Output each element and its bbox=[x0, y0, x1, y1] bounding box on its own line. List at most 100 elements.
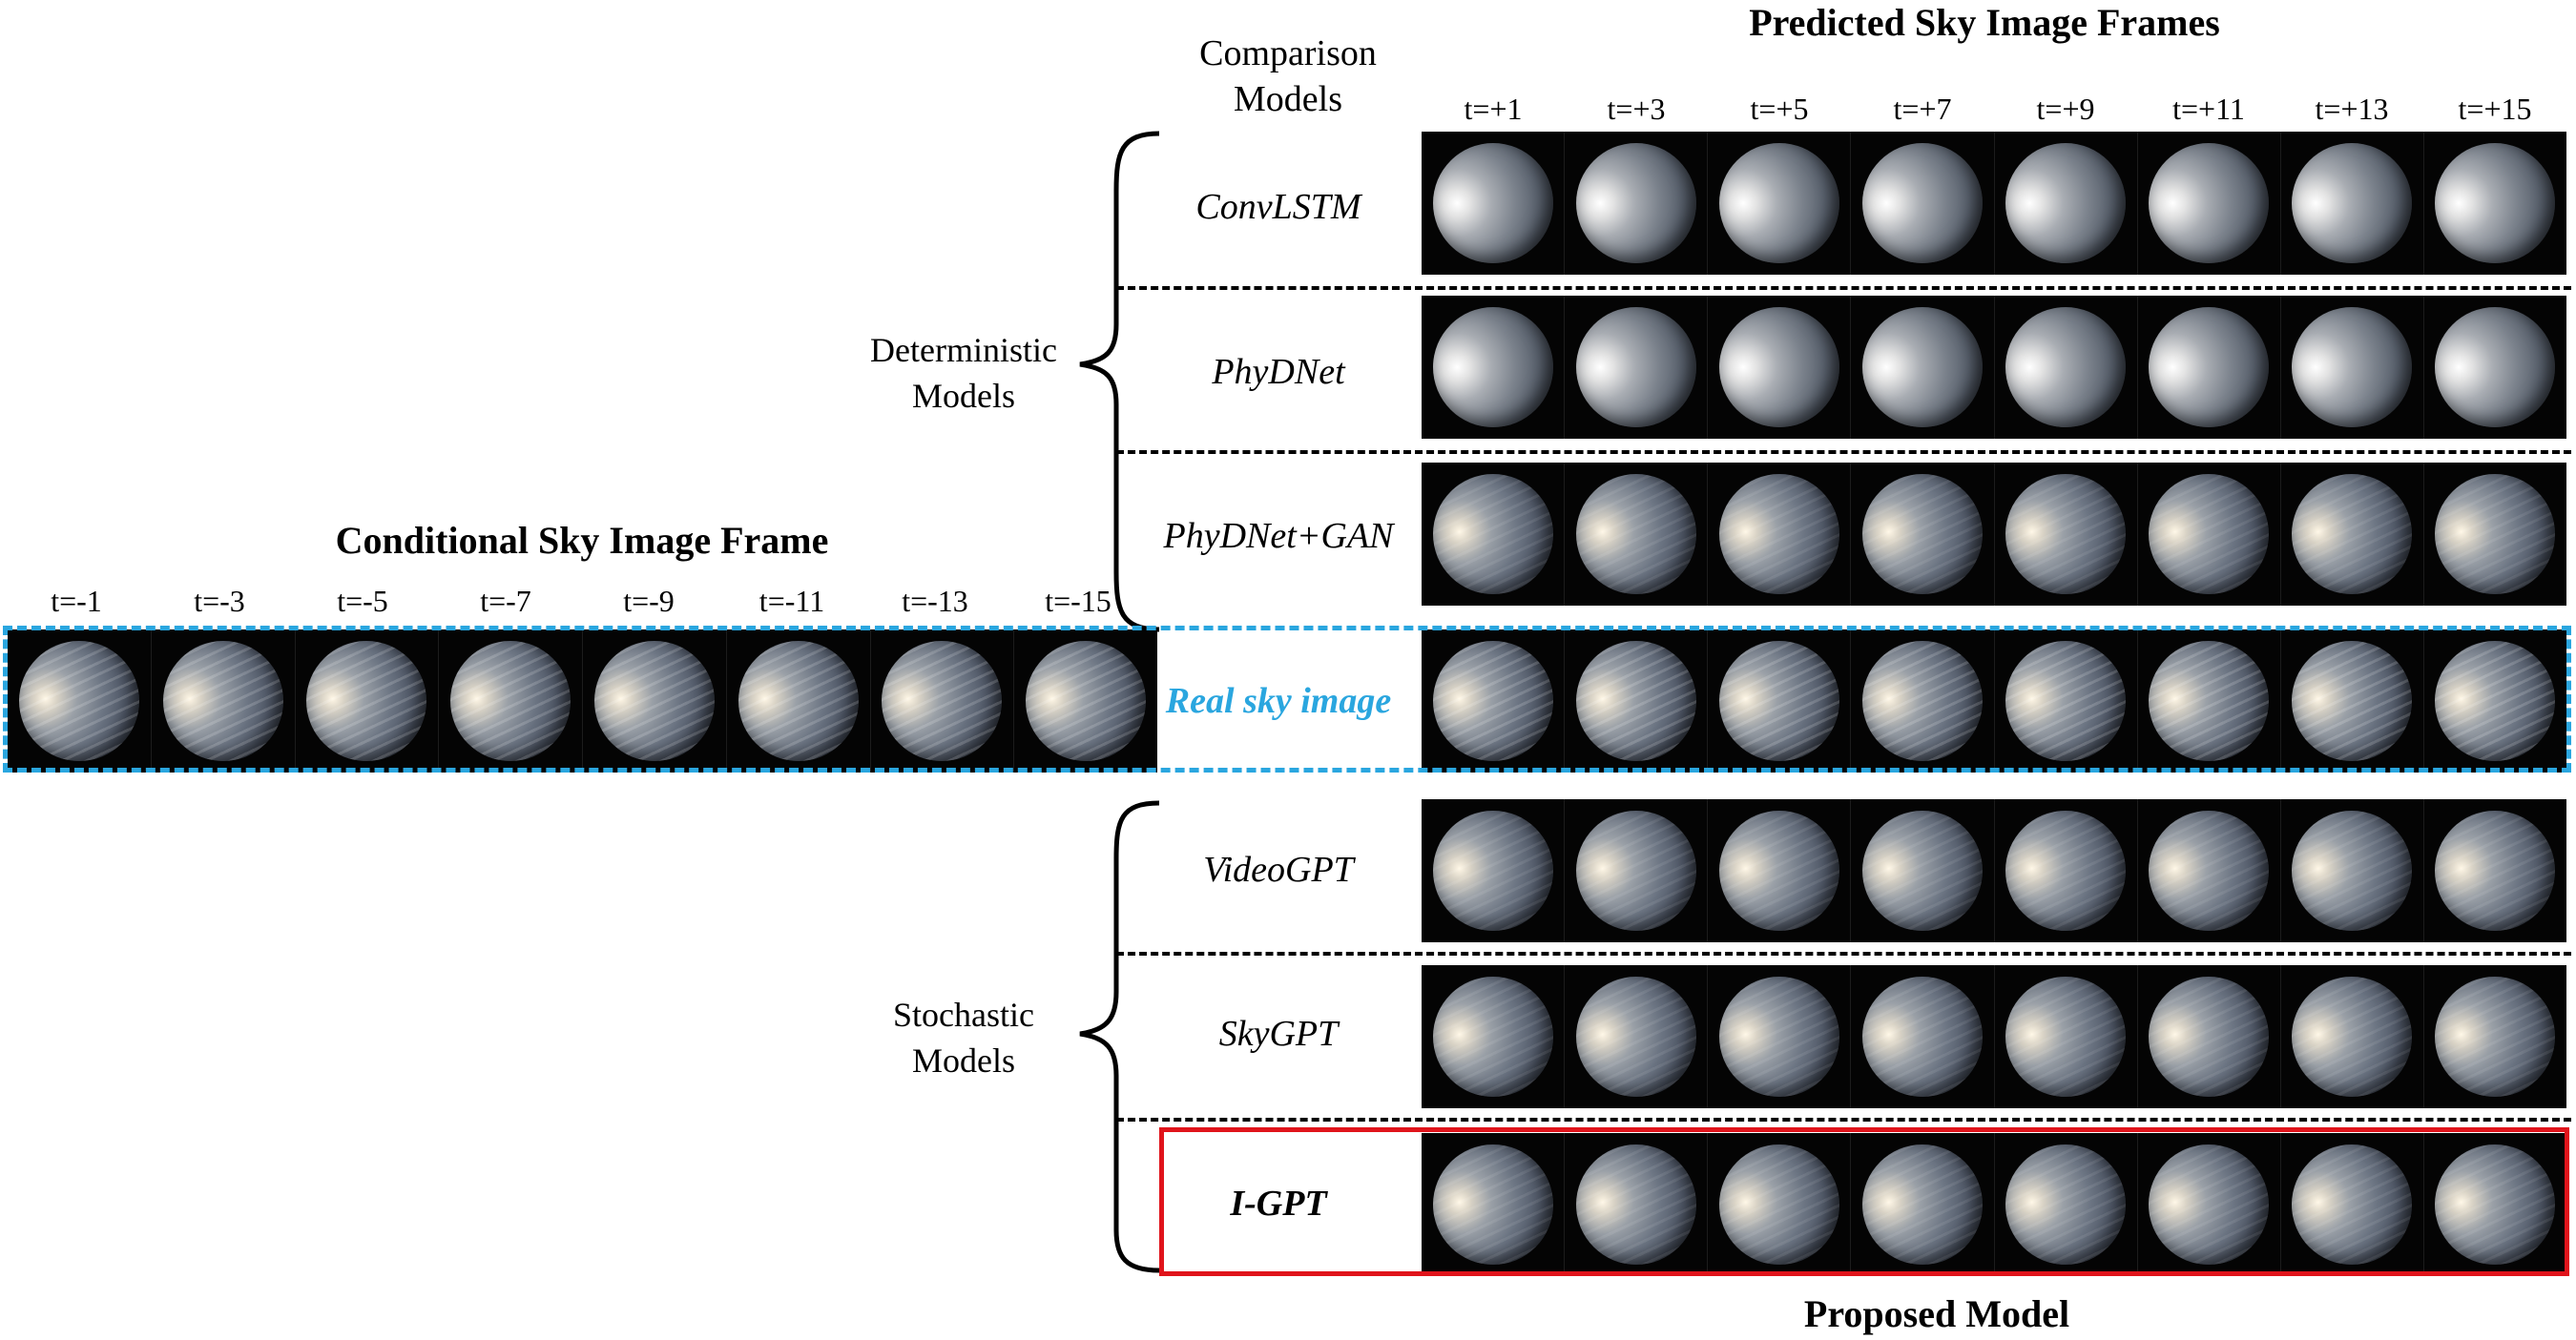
model-label-igpt: I-GPT bbox=[1230, 1184, 1327, 1224]
sky-image-disc bbox=[737, 641, 859, 761]
sky-image-disc bbox=[1718, 641, 1839, 761]
sky-image-disc bbox=[2435, 977, 2556, 1097]
sky-image-frame bbox=[2424, 629, 2566, 773]
sky-image-frame bbox=[439, 629, 583, 773]
sky-image-frame bbox=[1422, 1133, 1566, 1276]
conditional-tick-label: t=-9 bbox=[623, 584, 675, 618]
sky-image-frame bbox=[1995, 463, 2138, 606]
real-sky-highlight-box bbox=[3, 626, 2571, 773]
sky-image-disc bbox=[2005, 811, 2127, 931]
strip-real-conditional bbox=[8, 629, 1157, 773]
predicted-tick-label: t=+7 bbox=[1893, 92, 1952, 126]
sky-image-disc bbox=[1861, 143, 1983, 263]
sky-image-disc bbox=[2292, 977, 2413, 1097]
sky-image-disc bbox=[1861, 641, 1983, 761]
sky-image-frame bbox=[2281, 296, 2424, 439]
sky-image-disc bbox=[1575, 641, 1696, 761]
sky-image-disc bbox=[2149, 474, 2270, 594]
sky-image-frame bbox=[1995, 799, 2138, 942]
sky-image-frame bbox=[1565, 629, 1709, 773]
sky-image-frame bbox=[2281, 463, 2424, 606]
sky-image-frame bbox=[1565, 799, 1709, 942]
sky-image-disc bbox=[882, 641, 1003, 761]
sky-image-frame bbox=[1014, 629, 1157, 773]
sky-image-frame bbox=[2281, 799, 2424, 942]
predicted-tick-label: t=+15 bbox=[2458, 92, 2532, 126]
sky-image-disc bbox=[2435, 641, 2556, 761]
strip-phydnet-gan bbox=[1422, 463, 2566, 606]
sky-image-frame bbox=[1851, 799, 1995, 942]
sky-image-frame bbox=[1708, 1133, 1852, 1276]
sky-image-disc bbox=[1861, 1144, 1983, 1265]
sky-image-disc bbox=[2005, 641, 2127, 761]
sky-image-disc bbox=[2005, 1144, 2127, 1265]
sky-image-disc bbox=[1861, 474, 1983, 594]
sky-image-disc bbox=[1432, 977, 1553, 1097]
sky-image-disc bbox=[306, 641, 427, 761]
stochastic-line1: Stochastic bbox=[893, 996, 1034, 1034]
sky-image-frame bbox=[2424, 965, 2566, 1108]
sky-image-disc bbox=[2149, 1144, 2270, 1265]
sky-image-disc bbox=[1718, 811, 1839, 931]
sky-image-frame bbox=[1995, 1133, 2138, 1276]
sky-image-disc bbox=[1575, 474, 1696, 594]
sky-image-disc bbox=[1432, 143, 1553, 263]
sky-image-disc bbox=[1718, 474, 1839, 594]
sky-image-disc bbox=[1026, 641, 1147, 761]
sky-image-disc bbox=[1575, 1144, 1696, 1265]
predicted-tick-label: t=+1 bbox=[1464, 92, 1523, 126]
sky-image-disc bbox=[1861, 977, 1983, 1097]
model-label-phydnet-gan: PhyDNet+GAN bbox=[1163, 516, 1394, 556]
sky-image-frame bbox=[2281, 132, 2424, 275]
sky-image-frame bbox=[8, 629, 152, 773]
conditional-tick-label: t=-5 bbox=[337, 584, 388, 618]
sky-image-disc bbox=[2435, 143, 2556, 263]
sky-image-disc bbox=[2292, 641, 2413, 761]
sky-image-frame bbox=[1422, 296, 1566, 439]
sky-image-disc bbox=[1575, 307, 1696, 427]
sky-image-frame bbox=[1995, 965, 2138, 1108]
sky-image-disc bbox=[2149, 307, 2270, 427]
sky-image-disc bbox=[2149, 811, 2270, 931]
sky-image-frame bbox=[2424, 296, 2566, 439]
separator-videogpt-skygpt bbox=[1116, 952, 2571, 956]
sky-image-frame bbox=[1995, 629, 2138, 773]
sky-image-disc bbox=[1718, 143, 1839, 263]
sky-image-frame bbox=[1851, 132, 1995, 275]
proposed-model-title: Proposed Model bbox=[1803, 1292, 2070, 1335]
sky-image-frame bbox=[2138, 132, 2281, 275]
model-label-videogpt: VideoGPT bbox=[1203, 850, 1354, 890]
deterministic-line1: Deterministic bbox=[870, 331, 1057, 369]
model-label-convlstm: ConvLSTM bbox=[1195, 187, 1361, 227]
predicted-tick-label: t=+9 bbox=[2036, 92, 2095, 126]
sky-image-frame bbox=[727, 629, 871, 773]
sky-image-frame bbox=[1851, 965, 1995, 1108]
conditional-tick-label: t=-3 bbox=[194, 584, 245, 618]
sky-image-frame bbox=[1851, 296, 1995, 439]
sky-image-disc bbox=[1575, 143, 1696, 263]
comparison-models-header: Comparison Models bbox=[1145, 31, 1431, 122]
sky-image-frame bbox=[2138, 1133, 2281, 1276]
sky-image-disc bbox=[1861, 811, 1983, 931]
sky-image-frame bbox=[1565, 463, 1709, 606]
proposed-model-highlight-box bbox=[1159, 1127, 2569, 1276]
sky-image-frame bbox=[1851, 463, 1995, 606]
sky-image-frame bbox=[2138, 463, 2281, 606]
sky-image-disc bbox=[1432, 307, 1553, 427]
sky-image-disc bbox=[2435, 307, 2556, 427]
sky-image-frame bbox=[2281, 1133, 2424, 1276]
sky-image-disc bbox=[2435, 1144, 2556, 1265]
sky-image-frame bbox=[2281, 629, 2424, 773]
separator-convlstm-phydnet bbox=[1116, 286, 2571, 290]
sky-image-disc bbox=[1861, 307, 1983, 427]
strip-igpt bbox=[1422, 1133, 2566, 1276]
sky-image-frame bbox=[1708, 965, 1852, 1108]
sky-image-frame bbox=[1851, 1133, 1995, 1276]
sky-image-frame bbox=[2138, 296, 2281, 439]
sky-image-disc bbox=[2005, 977, 2127, 1097]
deterministic-line2: Models bbox=[912, 377, 1015, 415]
sky-image-frame bbox=[583, 629, 727, 773]
sky-image-disc bbox=[1432, 641, 1553, 761]
sky-image-disc bbox=[1718, 307, 1839, 427]
separator-phydnet-gan bbox=[1116, 450, 2571, 454]
